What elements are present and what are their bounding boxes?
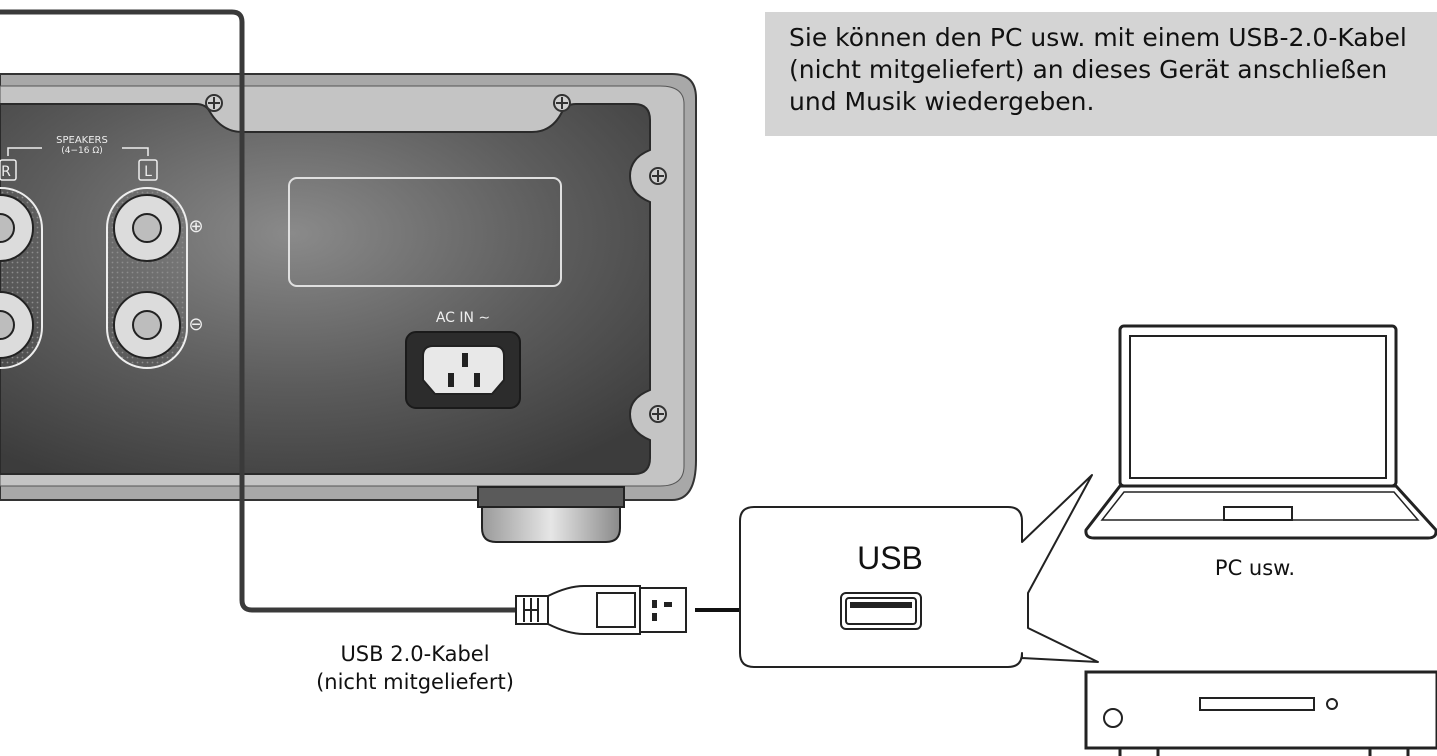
screw-icon: [553, 94, 571, 112]
impedance-label: (4−16 Ω): [61, 146, 102, 156]
speakers-label: SPEAKERS: [56, 135, 108, 146]
left-channel-label: L: [144, 164, 152, 180]
speaker-terminals: SPEAKERS (4−16 Ω) R L ⊕ ⊖: [0, 135, 204, 369]
speaker-terminal-r-plus: [0, 194, 34, 262]
amplifier-foot: [477, 486, 625, 543]
cable-label: USB 2.0-Kabel (nicht mitgeliefert): [250, 640, 580, 696]
usb-plug: [515, 585, 687, 635]
audio-device-icon: [1084, 670, 1437, 756]
ac-inlet: AC IN ∼: [405, 310, 521, 409]
ac-in-label: AC IN ∼: [436, 310, 490, 326]
cable-label-line1: USB 2.0-Kabel: [340, 642, 490, 666]
instruction-note: Sie können den PC usw. mit einem USB-2.0…: [765, 12, 1437, 136]
screw-icon: [649, 167, 667, 185]
pc-label: PC usw.: [1214, 556, 1296, 580]
usb-cable: [0, 9, 516, 613]
cable-label-line2: (nicht mitgeliefert): [316, 670, 514, 694]
screw-icon: [649, 405, 667, 423]
laptop-icon: [1084, 324, 1437, 540]
right-channel-label: R: [1, 164, 11, 180]
usb-port-label: USB: [857, 540, 923, 576]
minus-icon: ⊖: [188, 314, 203, 335]
usb-port-icon: [840, 592, 922, 630]
speaker-terminal-r-minus: [0, 291, 34, 359]
plus-icon: ⊕: [188, 216, 203, 237]
usb-port-callout: [739, 474, 1099, 668]
screw-icon: [205, 94, 223, 112]
